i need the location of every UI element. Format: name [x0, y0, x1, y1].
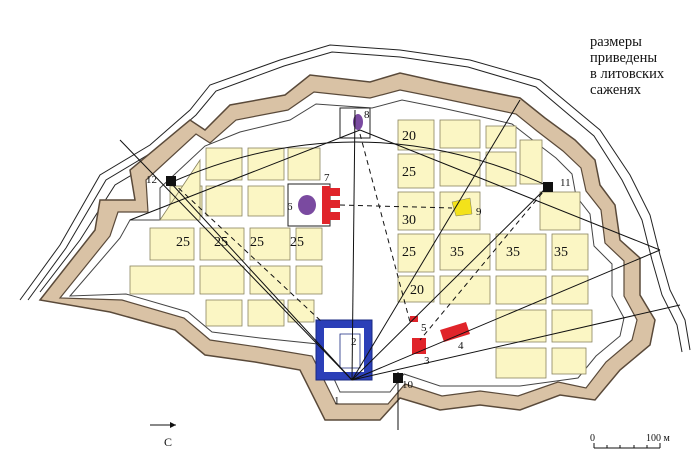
- units-note-line: саженях: [590, 82, 641, 98]
- units-note-line: приведены: [590, 50, 658, 66]
- marker-label: 9: [476, 206, 482, 218]
- block-label: 35: [506, 245, 520, 260]
- block-label: 20: [402, 129, 416, 144]
- inner-enclosure: [68, 99, 625, 393]
- block-label: 25: [402, 165, 416, 180]
- marker-label: 2: [351, 336, 357, 348]
- block-label: 25: [402, 245, 416, 260]
- gate-11-marker: [543, 182, 553, 192]
- arrow-right-icon: [150, 422, 176, 428]
- marker-label: 3: [424, 355, 430, 367]
- units-note: размеры приведены в литовских саженях: [590, 34, 698, 98]
- scale-start-label: 0: [590, 433, 595, 444]
- block-label: 30: [402, 213, 416, 228]
- north-arrow-label: С: [164, 435, 172, 449]
- city-blocks: [129, 119, 593, 379]
- block-label: 25: [214, 235, 228, 250]
- block-label: 35: [554, 245, 568, 260]
- units-note-line: размеры: [590, 34, 642, 50]
- gate-12-marker: [166, 176, 176, 186]
- scale-end-label: 100 м: [646, 433, 671, 444]
- marker-label: 12: [146, 174, 157, 186]
- marker-label: 4: [458, 340, 464, 352]
- gate-10-marker: [393, 373, 403, 383]
- marker-label: 11: [560, 177, 571, 189]
- block-size-labels: 20 25 30 25 25 25 25 25 20 35 35 35: [176, 129, 568, 298]
- block-label: 35: [450, 245, 464, 260]
- numbered-markers: 1 2 3 4 5 6 7 8 9 10 11 12: [146, 109, 571, 407]
- units-note-line: в литовских: [590, 66, 665, 82]
- dashed-sight-lines: [171, 133, 549, 341]
- block-label: 25: [176, 235, 190, 250]
- block-label: 25: [290, 235, 304, 250]
- marker-label: 6: [287, 201, 293, 213]
- block-label: 25: [250, 235, 264, 250]
- marker-label: 5: [421, 322, 427, 334]
- marker-label: 7: [324, 172, 330, 184]
- marker-label: 1: [334, 395, 340, 407]
- sight-lines: [119, 99, 681, 430]
- marker-label: 10: [402, 379, 414, 391]
- scale-bar: [593, 443, 661, 449]
- block-label: 20: [410, 283, 424, 298]
- marker-label: 8: [364, 109, 370, 121]
